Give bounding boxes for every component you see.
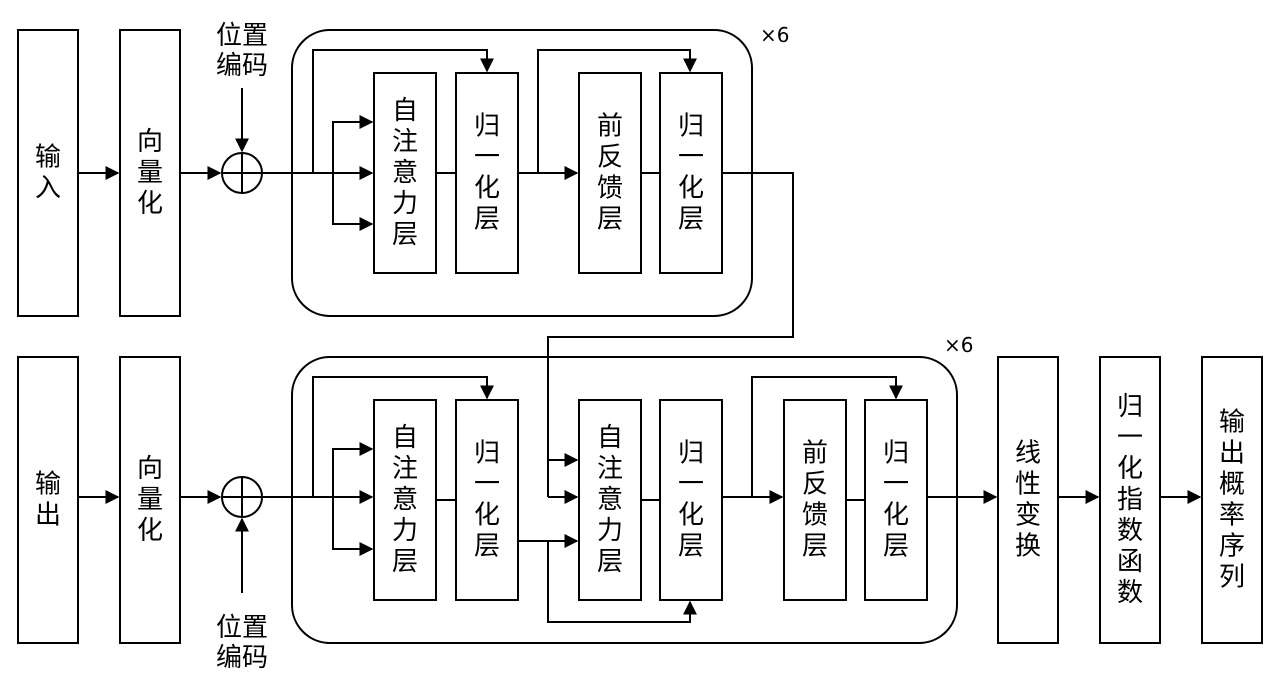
decoder-repeat-block <box>291 356 958 644</box>
decoder-add-icon <box>221 476 263 518</box>
decoder-norm1-box <box>455 399 519 601</box>
encoder-norm2-label: 归一化层 <box>678 112 704 235</box>
decoder-norm2-label: 归一化层 <box>678 439 704 562</box>
encoder-norm1-box <box>455 72 519 274</box>
encoder-pos-enc-label: 位置编码 <box>216 21 268 81</box>
decoder-norm2-box <box>659 399 723 601</box>
decoder-norm3-label: 归一化层 <box>883 439 909 562</box>
decoder-self-attention-label: 自注意力层 <box>392 423 418 577</box>
decoder-cross-attention-label: 自注意力层 <box>597 423 623 577</box>
linear-label: 线性变换 <box>1015 439 1041 562</box>
decoder-self-attention-box <box>373 399 437 601</box>
decoder-norm3-box <box>864 399 928 601</box>
encoder-ffn-label: 前反馈层 <box>597 112 623 235</box>
decoder-pos-enc-label: 位置编码 <box>216 613 268 673</box>
decoder-ffn-box <box>783 399 847 601</box>
encoder-self-attention-box <box>373 72 437 274</box>
output-box <box>17 356 79 644</box>
encoder-norm2-box <box>659 72 723 274</box>
input-box <box>17 29 79 317</box>
encoder-self-attention-label: 自注意力层 <box>392 96 418 250</box>
encoder-ffn-box <box>578 72 642 274</box>
decoder-repeat-label: ×6 <box>944 333 973 357</box>
output-label: 输出 <box>35 470 61 531</box>
encoder-norm1-label: 归一化层 <box>474 112 500 235</box>
encoder-embedding-box <box>119 29 181 317</box>
decoder-ffn-label: 前反馈层 <box>802 439 828 562</box>
softmax-box <box>1099 356 1161 644</box>
encoder-repeat-label: ×6 <box>760 23 789 47</box>
encoder-add-icon <box>221 152 263 194</box>
linear-box <box>997 356 1059 644</box>
decoder-cross-attention-box <box>578 399 642 601</box>
input-label: 输入 <box>35 143 61 204</box>
output-probabilities-label: 输出概率序列 <box>1219 408 1245 593</box>
encoder-embedding-label: 向量化 <box>137 127 163 219</box>
decoder-norm1-label: 归一化层 <box>474 439 500 562</box>
decoder-embedding-label: 向量化 <box>137 454 163 546</box>
output-probabilities-box <box>1201 356 1263 644</box>
softmax-label: 归一化指数函数 <box>1117 392 1143 608</box>
decoder-embedding-box <box>119 356 181 644</box>
